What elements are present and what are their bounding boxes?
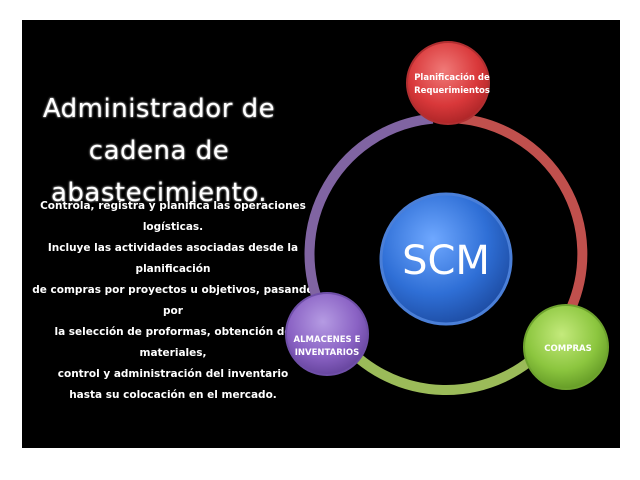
node-almacenes-label-1: ALMACENES E xyxy=(294,335,361,345)
ring-arc-purple xyxy=(304,113,434,311)
node-compras: COMPRAS xyxy=(523,304,609,390)
ring-arc-red xyxy=(458,113,588,311)
node-planificacion: Planificación de Requerimientos xyxy=(406,41,490,125)
node-planificacion-label-1: Planificación de xyxy=(414,72,490,83)
node-compras-label: COMPRAS xyxy=(544,344,591,354)
node-planificacion-label-2: Requerimientos xyxy=(414,86,490,96)
ring-arc-green xyxy=(335,335,553,396)
scm-center-circle xyxy=(379,192,513,326)
scm-center-label: SCM xyxy=(402,238,490,284)
node-almacenes: ALMACENES E INVENTARIOS xyxy=(285,292,369,376)
slide-description: Controla, registra y planifica las opera… xyxy=(32,200,314,401)
slide-title: Administrador de cadena de abastecimient… xyxy=(42,94,276,208)
slide-background xyxy=(22,20,620,448)
node-almacenes-label-2: INVENTARIOS xyxy=(295,348,360,358)
